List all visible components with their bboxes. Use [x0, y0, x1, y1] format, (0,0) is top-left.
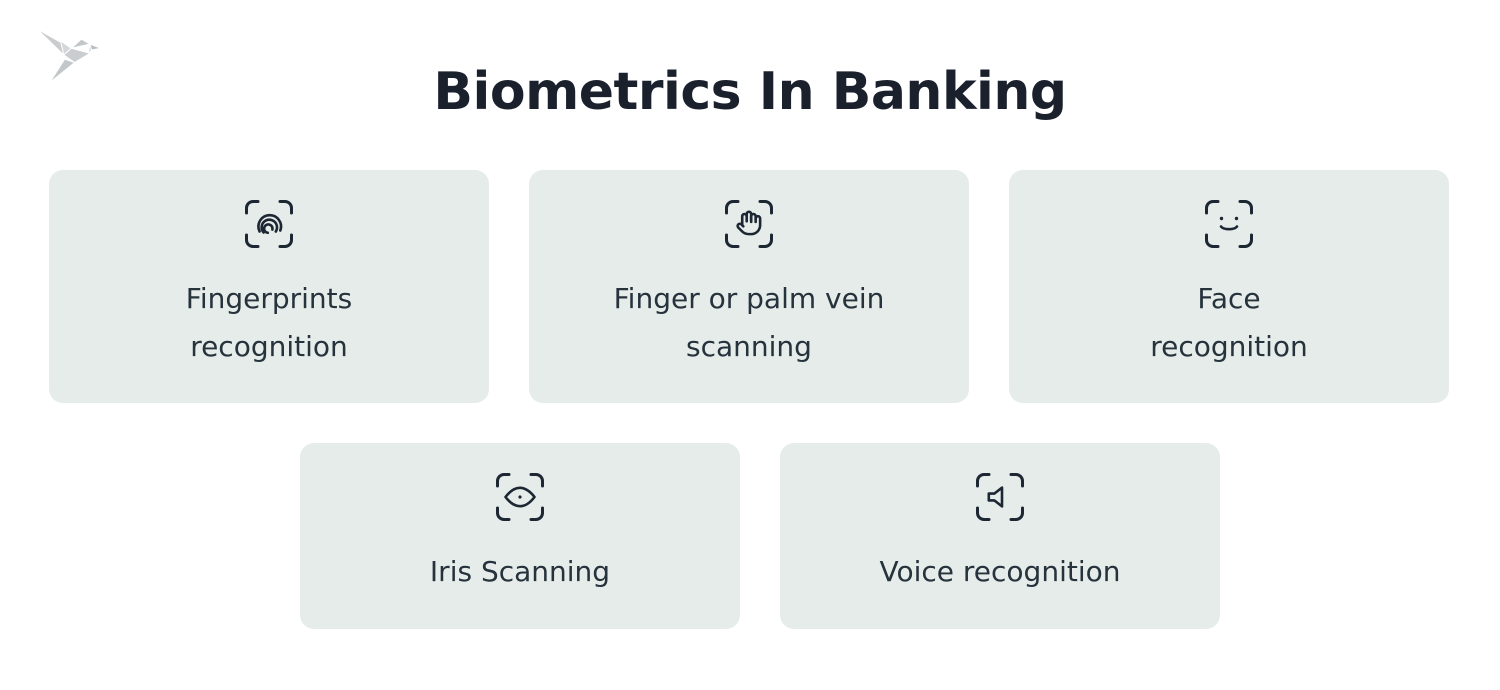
- page-title: Biometrics In Banking: [433, 62, 1067, 122]
- card-label-line: Voice recognition: [879, 555, 1121, 588]
- card-finger-palm-vein-scanning: Finger or palm vein scanning: [529, 170, 969, 403]
- card-label: Voice recognition: [880, 548, 1121, 596]
- card-row-bottom: Iris Scanning Voice recognition: [300, 443, 1220, 629]
- card-row-top: Fingerprints recognition: [49, 170, 1449, 403]
- card-label-line: Finger or palm vein: [613, 282, 885, 315]
- card-label-line: recognition: [1150, 330, 1308, 363]
- card-label: Iris Scanning: [430, 548, 610, 596]
- palm-scan-icon: [721, 196, 777, 252]
- card-label: Face recognition: [1150, 275, 1308, 371]
- card-label-line: recognition: [190, 330, 348, 363]
- voice-scan-icon: [972, 469, 1028, 525]
- origami-bird-logo: [36, 28, 102, 84]
- card-iris-scanning: Iris Scanning: [300, 443, 740, 629]
- card-label: Finger or palm vein scanning: [614, 275, 885, 371]
- face-scan-icon: [1201, 196, 1257, 252]
- fingerprint-scan-icon: [241, 196, 297, 252]
- card-label-line: Fingerprints: [185, 282, 353, 315]
- card-face-recognition: Face recognition: [1009, 170, 1449, 403]
- card-fingerprints-recognition: Fingerprints recognition: [49, 170, 489, 403]
- iris-scan-icon: [492, 469, 548, 525]
- card-label: Fingerprints recognition: [186, 275, 352, 371]
- card-label-line: scanning: [686, 330, 812, 363]
- card-label-line: Iris Scanning: [429, 555, 611, 588]
- card-label-line: Face: [1197, 282, 1261, 315]
- card-voice-recognition: Voice recognition: [780, 443, 1220, 629]
